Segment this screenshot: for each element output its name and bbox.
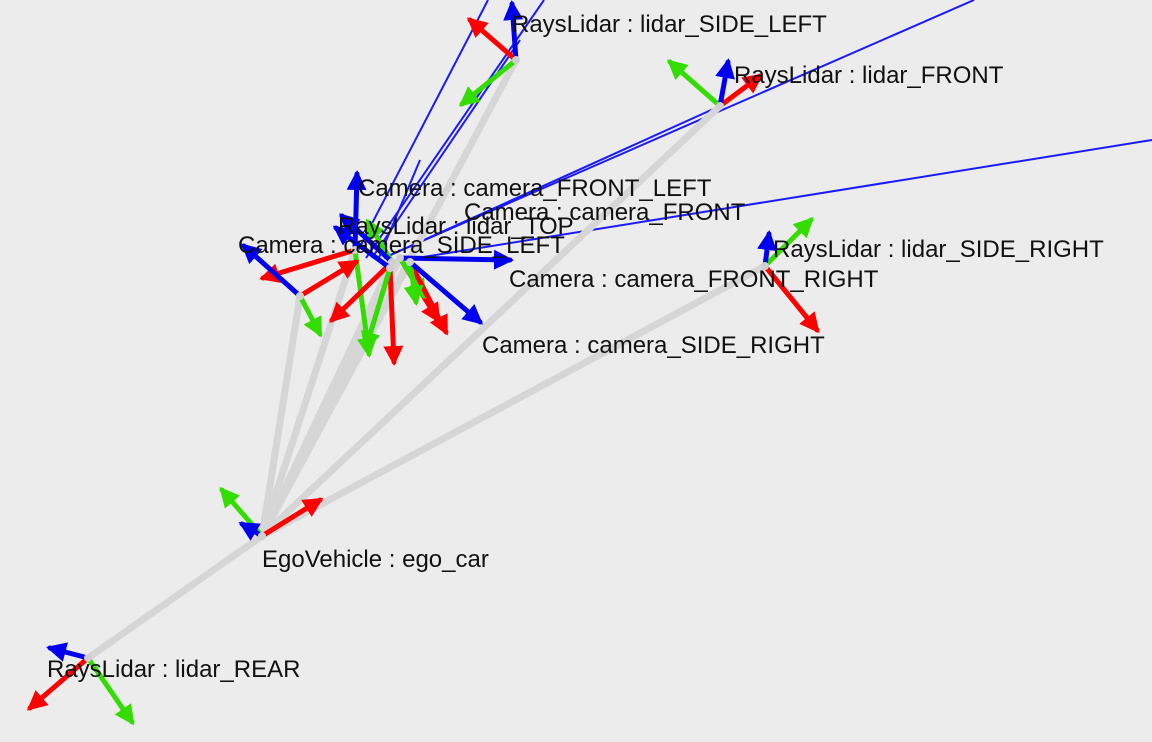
frame-link-lidar-front	[258, 102, 724, 540]
x-axis-arrow-lidar-rear	[26, 655, 91, 711]
z-axis-arrow-camera-front-right	[407, 259, 484, 325]
frame-origin-camera-side-right[interactable]	[386, 264, 394, 272]
x-axis-arrow-camera-front-right	[407, 259, 449, 336]
z-axis-arrow-camera-side-left	[241, 243, 303, 299]
frame-axes-camera-side-right[interactable]	[332, 225, 404, 366]
frame-label-lidar-front[interactable]: RaysLidar : lidar_FRONT	[734, 62, 1004, 89]
frame-label-lidar-rear[interactable]: RaysLidar : lidar_REAR	[47, 656, 301, 683]
y-axis-arrow-ego-car	[219, 486, 265, 539]
frame-link-camera-side-left	[258, 292, 304, 540]
y-axis-arrow-camera-side-right	[361, 265, 393, 352]
frame-origin-camera-front-left[interactable]	[351, 246, 359, 254]
frame-origin-lidar-side-right[interactable]	[761, 262, 769, 270]
x-axis-arrow-lidar-side-left	[466, 17, 519, 63]
frame-links-layer	[84, 56, 769, 662]
frame-label-lidar-side-right[interactable]: RaysLidar : lidar_SIDE_RIGHT	[773, 236, 1104, 263]
lidar-ray-line-3	[377, 159, 421, 261]
lidar-rays-layer	[351, 0, 1152, 263]
frame-axes-ego-car[interactable]	[219, 486, 324, 541]
y-axis-arrow-camera-side-left	[297, 293, 323, 338]
frame-label-ego-car[interactable]: EgoVehicle : ego_car	[262, 546, 489, 573]
frame-label-lidar-top[interactable]: RaysLidar : lidar_TOP	[338, 213, 574, 240]
frame-origin-ego-car[interactable]	[258, 532, 266, 540]
x-axis-arrow-lidar-front	[717, 73, 764, 109]
frame-axes-camera-front-right[interactable]	[403, 258, 484, 336]
x-axis-arrow-lidar-side-right	[762, 263, 820, 334]
z-axis-arrow-camera-side-right	[332, 225, 393, 271]
y-axis-arrow-lidar-front	[666, 59, 723, 109]
frame-axes-lidar-side-right[interactable]	[757, 217, 820, 334]
y-axis-arrow-lidar-side-right	[762, 217, 814, 269]
frame-origin-lidar-front[interactable]	[716, 102, 724, 110]
frame-origin-lidar-rear[interactable]	[84, 654, 92, 662]
z-axis-arrow-lidar-top	[339, 213, 395, 265]
lidar-ray-line-0	[351, 0, 489, 263]
frame-origin-camera-side-left[interactable]	[296, 292, 304, 300]
y-axis-arrow-lidar-rear	[85, 655, 135, 726]
frame-origin-camera-front[interactable]	[396, 254, 404, 262]
frame-label-camera-front-left[interactable]: Camera : camera_FRONT_LEFT	[358, 175, 712, 202]
frame-label-camera-front-right[interactable]: Camera : camera_FRONT_RIGHT	[509, 266, 879, 293]
frame-origin-lidar-side-left[interactable]	[512, 56, 520, 64]
x-axis-arrow-camera-side-right	[383, 265, 404, 366]
z-axis-arrow-camera-front-left	[346, 170, 367, 253]
y-axis-arrow-camera-front-right	[403, 259, 424, 306]
x-axis-arrow-ego-car	[259, 497, 324, 539]
frame-axes-lidar-side-left[interactable]	[458, 0, 524, 107]
x-axis-arrow-camera-side-left	[297, 259, 360, 299]
lidar-ray-line-4	[387, 0, 975, 257]
z-axis-arrow-camera-front	[397, 249, 514, 270]
frame-link-camera-side-right	[258, 264, 394, 540]
frame-axes-lidar-top[interactable]	[329, 213, 396, 323]
frame-label-camera-side-left[interactable]: Camera : camera_SIDE_LEFT	[238, 232, 565, 259]
lidar-ray-line-5	[391, 139, 1152, 263]
z-axis-arrow-lidar-side-left	[503, 0, 524, 63]
frame-link-lidar-rear	[84, 532, 266, 662]
z-axis-arrow-lidar-front	[715, 58, 735, 109]
frame-axes-lidar-front[interactable]	[666, 58, 764, 110]
frame-axes-layer	[26, 0, 820, 726]
z-axis-arrow-lidar-rear	[46, 642, 91, 662]
frame-link-camera-front-left	[258, 246, 359, 540]
lidar-ray-line-6	[383, 105, 721, 259]
frame-label-camera-side-right[interactable]: Camera : camera_SIDE_RIGHT	[482, 332, 825, 359]
frame-origin-camera-front-right[interactable]	[406, 258, 414, 266]
y-axis-arrow-lidar-side-left	[458, 57, 519, 107]
x-axis-arrow-lidar-top	[329, 259, 395, 323]
z-axis-arrow-lidar-side-right	[757, 230, 777, 269]
frame-link-lidar-side-right	[258, 262, 769, 540]
frame-axes-camera-side-left[interactable]	[241, 243, 360, 338]
frame-axes-lidar-rear[interactable]	[26, 642, 135, 726]
frame-label-lidar-side-left[interactable]: RaysLidar : lidar_SIDE_LEFT	[512, 11, 827, 38]
frame-label-camera-front[interactable]: Camera : camera_FRONT	[464, 199, 746, 226]
